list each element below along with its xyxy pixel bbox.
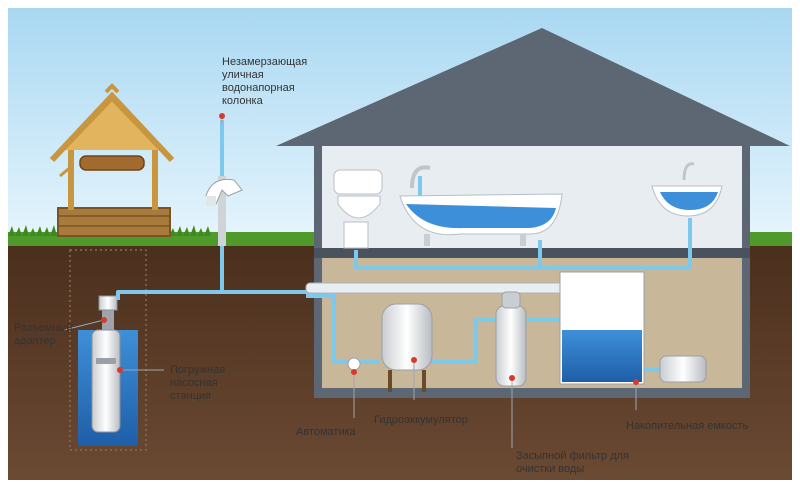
- label-hydrant: Незамерзающая уличная водонапорная колон…: [222, 56, 308, 107]
- label-automation: Автоматика: [296, 426, 356, 438]
- marker-dot: [219, 113, 225, 119]
- marker-dot: [351, 369, 357, 375]
- storage-tank: [559, 271, 707, 385]
- label-filter: Засыпной фильтр для очистки воды: [516, 450, 630, 475]
- label-adapter: Разъемный адаптер: [14, 322, 73, 347]
- label-accumulator: Гидроаккумулятор: [374, 414, 468, 426]
- marker-dot: [509, 375, 515, 381]
- accumulator-tank: [347, 303, 433, 392]
- leader-lines: [63, 114, 637, 448]
- label-tank: Накопительная емкость: [626, 420, 749, 432]
- label-pump: Погружная насосная станция: [170, 364, 226, 402]
- marker-dot: [633, 379, 639, 385]
- well-house: [49, 83, 175, 237]
- toilet: [333, 169, 383, 249]
- water-filter: [495, 291, 527, 387]
- marker-dot: [117, 367, 123, 373]
- bathtub: [399, 165, 563, 246]
- marker-dot: [411, 357, 417, 363]
- submersible-pump: [91, 295, 121, 433]
- sink: [651, 162, 723, 217]
- marker-dot: [101, 317, 107, 323]
- hydrant: [205, 176, 243, 246]
